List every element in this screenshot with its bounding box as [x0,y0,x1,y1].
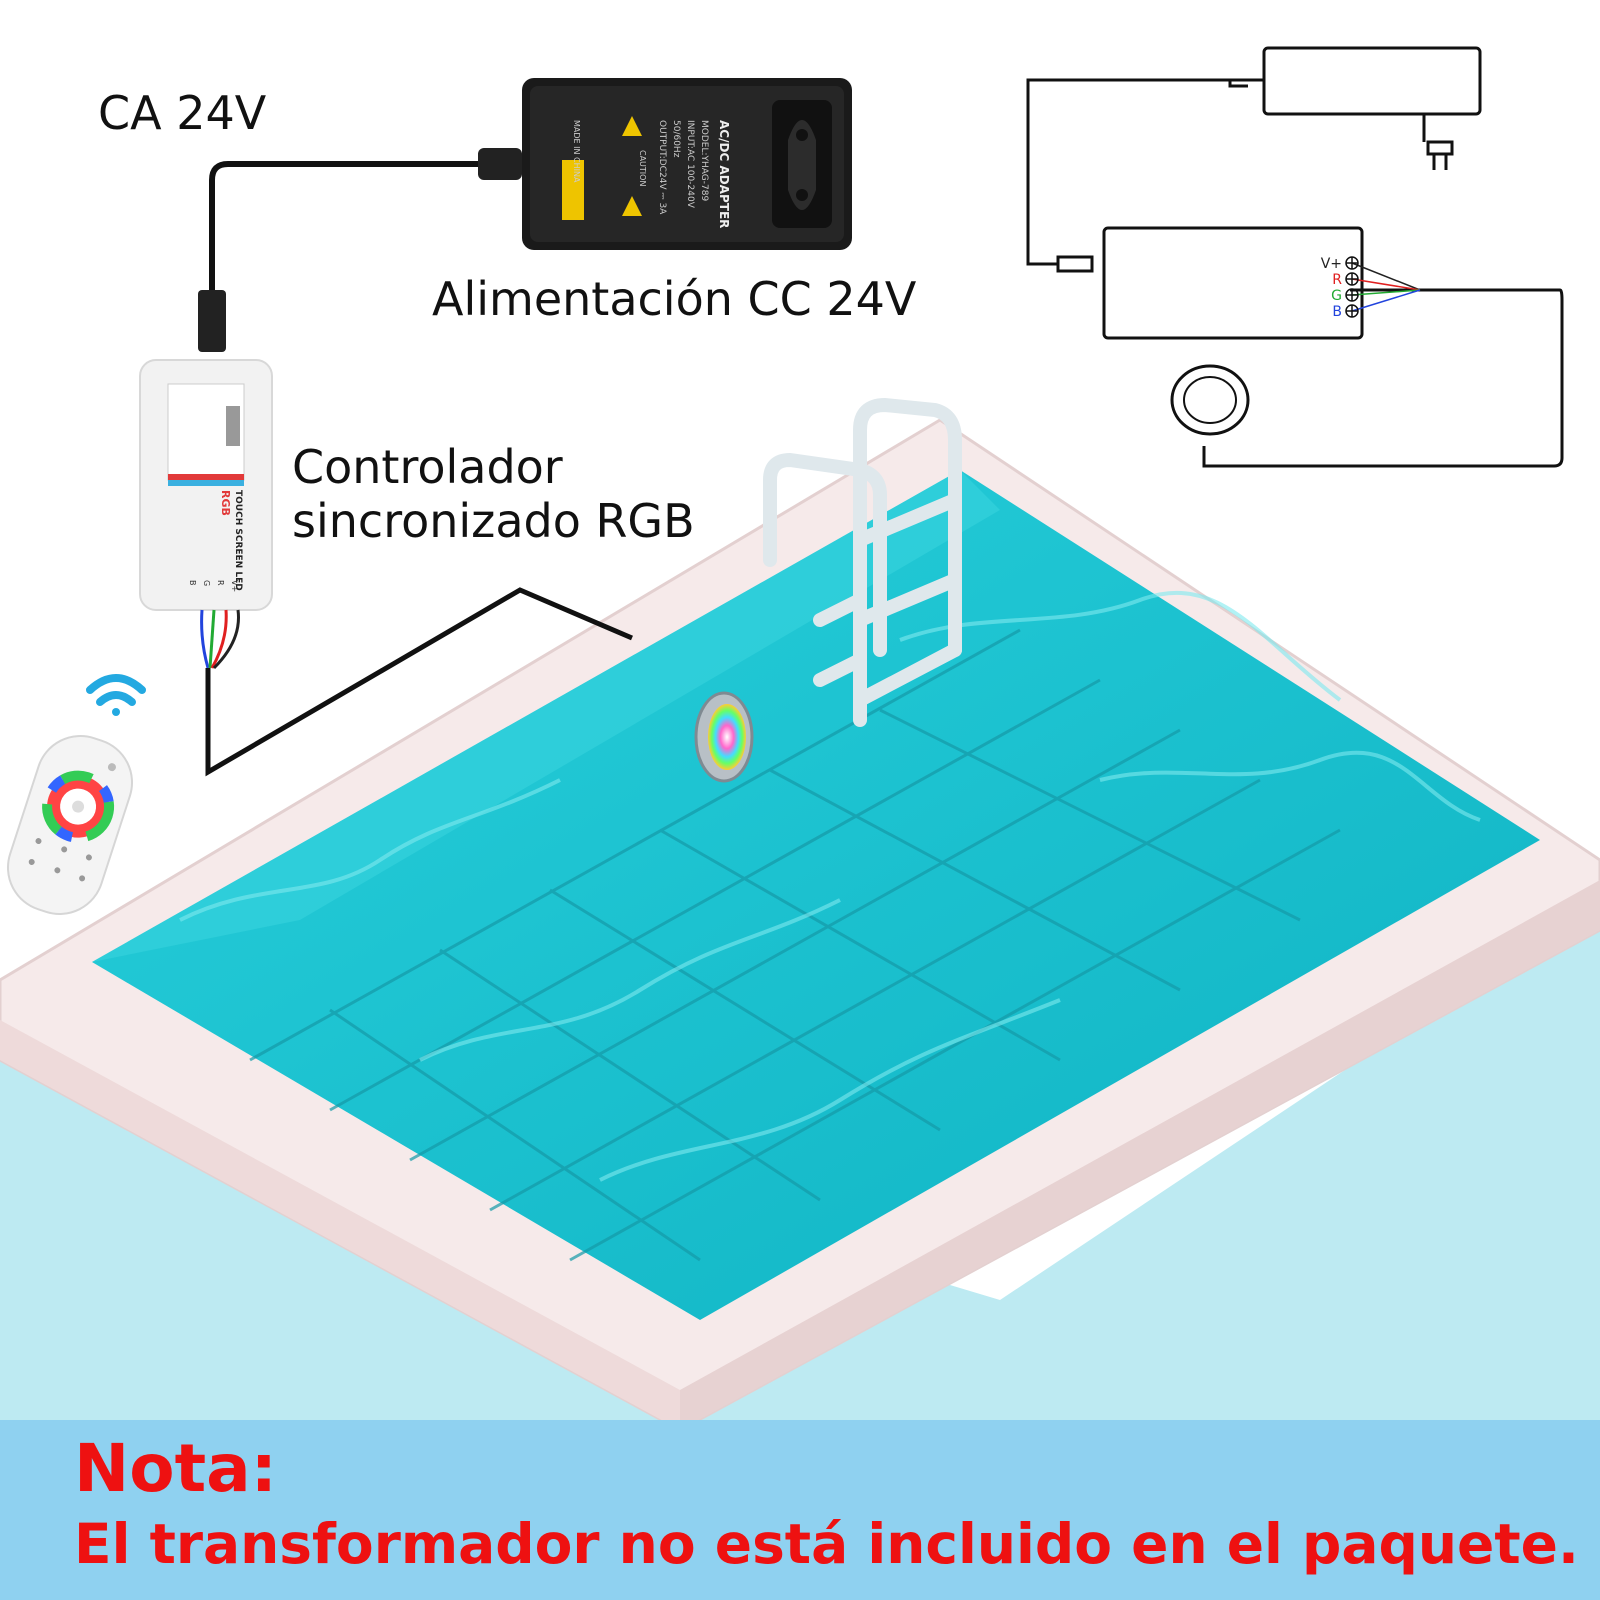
pool-rim-side-right [680,880,1600,1430]
pool-light [694,691,754,783]
controller-device-title: TOUCH SCREEN LED [233,490,243,591]
controller-terminal-b: B [188,580,197,586]
controller-to-light-cable [205,587,633,777]
remote-control [6,735,134,915]
note-banner [0,1420,1600,1600]
ground-water-tint [0,900,1600,1420]
schematic-terminal-v: V+ [1321,256,1342,272]
rgb-controller: TOUCH SCREEN LED RGB V+ R G B [139,359,633,777]
note-body: El transformador no está incluido en el … [74,1512,1579,1576]
note-title: Nota: [74,1430,278,1507]
controller-device-rgb: RGB [219,490,232,516]
wifi-icon [86,674,146,716]
controller-label: Controlador sincronizado RGB [292,440,695,548]
controller-label-line1: Controlador [292,440,563,494]
adapter-made-in: MADE IN CHINA [572,120,581,183]
controller-terminal-r: R [216,580,225,586]
schematic-power-supply [1262,46,1482,116]
pool-scene [0,397,1600,1432]
wiring-schematic [1026,46,1564,468]
adapter-cable [209,161,478,300]
schematic-light [1170,364,1250,436]
pool-ladder [763,397,962,727]
schematic-terminal-b: B [1332,304,1342,320]
pool-tiles [249,628,1341,1262]
power-supply-label: Alimentación CC 24V [432,272,917,326]
pool-inner-wall [92,470,1000,962]
power-adapter: AC/DC ADAPTER MODEL:YHAG-789 INPUT:AC 10… [198,78,852,352]
schematic-controller [1102,226,1364,340]
pool-water [92,470,1540,1320]
controller-label-line2: sincronizado RGB [292,494,695,548]
adapter-freq: 50/60Hz [671,120,681,158]
controller-terminal-v: V+ [230,580,239,592]
ac-voltage-label: CA 24V [98,86,267,140]
pool-rim-side [0,1020,680,1430]
adapter-title: AC/DC ADAPTER [717,120,731,228]
adapter-model: MODEL:YHAG-789 [699,120,709,201]
adapter-output: OUTPUT:DC24V ⎓ 3A [657,120,667,215]
schematic-terminal-g: G [1331,288,1342,304]
schematic-terminal-r: R [1332,272,1342,288]
adapter-caution: CAUTION [638,150,647,186]
water-caustics [179,590,1481,1182]
adapter-input: INPUT:AC 100-240V [685,120,695,209]
controller-terminal-g: G [202,580,211,586]
